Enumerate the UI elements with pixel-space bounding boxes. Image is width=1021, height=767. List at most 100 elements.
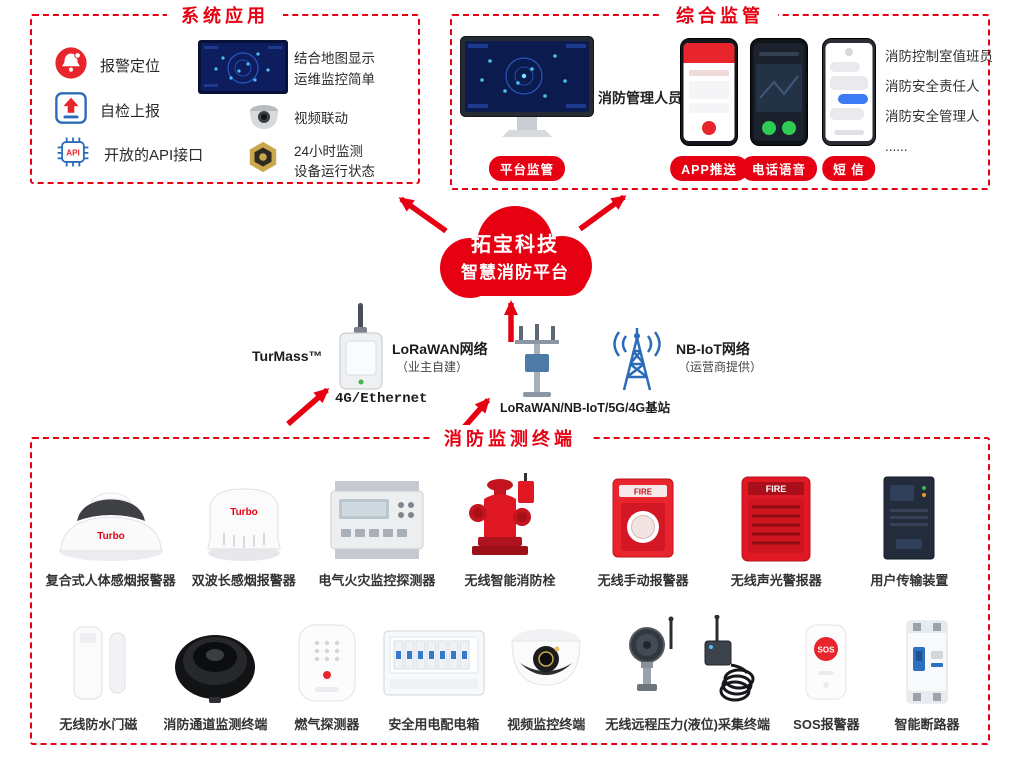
fire-channel-monitor-icon [163, 613, 267, 707]
base-station-icon [505, 324, 569, 403]
terminals-title: 消防监测终端 [430, 425, 590, 451]
lorawan-gateway-icon [330, 303, 392, 400]
api-icon-text: API [66, 149, 80, 158]
platform-badge: 平台监管 [488, 156, 566, 181]
role-item: 消防控制室值班员 [885, 49, 993, 64]
device-label: 智能断路器 [894, 717, 960, 732]
platform-cloud: 拓宝科技 智慧消防平台 [420, 198, 610, 315]
terminal-row-1: Turbo 复合式人体感烟报警器 Turbo [44, 469, 976, 589]
cloud-title-line1: 拓宝科技 [471, 232, 559, 256]
feature-open-api: API 开放的API接口 [54, 135, 203, 174]
brand-text: Turbo [230, 507, 258, 518]
device-smart-fire-hydrant: 无线智能消防栓 [443, 469, 576, 589]
device-power-distribution-box: 安全用电配电箱 [376, 613, 492, 733]
smart-breaker-icon [881, 613, 973, 707]
system-app-title: 系统应用 [167, 2, 283, 28]
smart-fire-hydrant-icon [458, 469, 562, 563]
electrical-fire-monitor-icon [321, 469, 433, 563]
device-smart-breaker: 智能断路器 [878, 613, 976, 733]
nbiot-sublabel: （运营商提供） [678, 360, 763, 374]
desktop-monitor-icon [460, 36, 594, 147]
device-label: 复合式人体感烟报警器 [45, 573, 176, 588]
nbiot-label: NB-IoT网络 [676, 341, 750, 357]
device-label: 安全用电配电箱 [388, 717, 480, 732]
device-pressure-level-collector: 无线远程压力(液位)采集终端 [601, 613, 775, 733]
map-caption-line1: 结合地图显示 [294, 51, 375, 66]
device-gas-detector: 燃气探测器 [278, 613, 376, 733]
app-push-badge: APP推送 [670, 156, 748, 181]
user-transmission-device-icon [866, 469, 952, 563]
sms-badge: 短 信 [822, 156, 876, 181]
turmass-label: TurMass™ [252, 348, 323, 364]
supervision-title: 综合监管 [662, 2, 778, 28]
device-label: 无线远程压力(液位)采集终端 [605, 717, 771, 732]
power-distribution-box-icon [376, 613, 492, 707]
feature-label: 自检上报 [100, 103, 161, 120]
device-fire-channel-monitor: 消防通道监测终端 [153, 613, 278, 733]
device-label: 无线声光警报器 [730, 573, 822, 588]
supervision-section: 综合监管 平台监管 消防管理人员 [450, 2, 993, 190]
dome-camera-icon [494, 613, 598, 707]
device-label: 无线防水门磁 [59, 717, 138, 732]
app-push-phone-icon [680, 38, 738, 151]
map-caption: 结合地图显示 运维监控简单 [294, 48, 375, 90]
system-app-section: 系统应用 报警定位 自检上报 [30, 2, 420, 184]
device-label: 无线手动报警器 [597, 573, 689, 588]
pressure-level-collector-icon [613, 613, 763, 707]
lorawan-sublabel: （业主自建） [396, 360, 469, 374]
lorawan-label: LoRaWAN网络 [392, 341, 488, 357]
device-label: 无线智能消防栓 [464, 573, 556, 588]
video-linkage-label: 视频联动 [294, 111, 348, 126]
status-hexagon-icon [246, 140, 280, 179]
fire-text: FIRE [766, 484, 787, 494]
feature-label: 开放的API接口 [104, 147, 204, 164]
device-electrical-fire-monitor: 电气火灾监控探测器 [310, 469, 443, 589]
device-door-magnet: 无线防水门磁 [44, 613, 153, 733]
role-list: 消防控制室值班员 消防安全责任人 消防安全管理人 ...... [885, 42, 993, 162]
cloud-title-line2: 智慧消防平台 [461, 262, 569, 282]
monitor-caption-line1: 24小时监测 [294, 144, 364, 159]
device-dome-camera: 视频监控终端 [492, 613, 601, 733]
device-manual-call-point: FIRE 无线手动报警器 [577, 469, 710, 589]
terminal-row-2: 无线防水门磁 消防通道监测终端 [44, 613, 976, 733]
brand-text: Turbo [97, 531, 125, 542]
gas-detector-icon [281, 613, 373, 707]
monitor-caption: 24小时监测 设备运行状态 [294, 142, 375, 182]
alarm-location-icon [54, 46, 88, 85]
device-dual-wavelength-smoke-detector: Turbo 双波长感烟报警器 [177, 469, 310, 589]
fire-text: FIRE [634, 488, 653, 497]
dual-wavelength-smoke-detector-icon: Turbo [194, 469, 294, 563]
device-label: SOS报警器 [793, 717, 860, 732]
backhaul-label: 4G/Ethernet [335, 391, 428, 407]
feature-self-check: 自检上报 [54, 91, 160, 130]
nbiot-tower-icon [606, 324, 668, 399]
map-caption-line2: 运维监控简单 [294, 72, 375, 87]
monitor-caption-line2: 设备运行状态 [294, 164, 375, 179]
role-item: ...... [885, 139, 908, 154]
sos-alarm-icon: SOS [782, 613, 870, 707]
self-check-upload-icon [54, 91, 88, 130]
voice-call-badge: 电话语音 [740, 156, 818, 181]
base-station-label: LoRaWAN/NB-IoT/5G/4G基站 [500, 401, 671, 415]
sos-text: SOS [818, 646, 836, 655]
dome-smoke-detector-icon: Turbo [53, 469, 169, 563]
device-sound-light-alarm: FIRE 无线声光警报器 [710, 469, 843, 589]
api-chip-icon: API [54, 135, 92, 174]
map-dashboard-thumbnail [198, 40, 288, 99]
terminals-section: 消防监测终端 Turbo 复合式人体感烟报警器 [30, 425, 990, 745]
dome-camera-small-icon [244, 102, 284, 141]
feature-alarm-location: 报警定位 [54, 46, 160, 85]
device-label: 视频监控终端 [507, 717, 586, 732]
device-dome-smoke-detector: Turbo 复合式人体感烟报警器 [44, 469, 177, 589]
role-item: 消防安全管理人 [885, 109, 980, 124]
sound-light-alarm-icon: FIRE [726, 469, 826, 563]
voice-call-phone-icon [750, 38, 808, 151]
device-label: 电气火灾监控探测器 [318, 573, 436, 588]
device-sos-alarm: SOS SOS报警器 [775, 613, 878, 733]
device-label: 燃气探测器 [294, 717, 360, 732]
manual-call-point-icon: FIRE [595, 469, 691, 563]
device-label: 双波长感烟报警器 [191, 573, 296, 588]
role-item: 消防安全责任人 [885, 79, 980, 94]
feature-label: 报警定位 [100, 58, 161, 75]
